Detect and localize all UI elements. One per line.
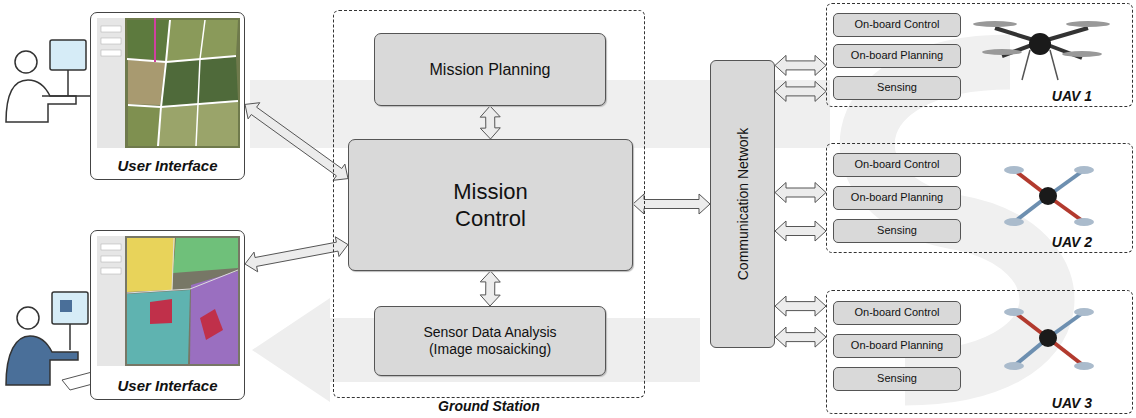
box-label: On-board Planning <box>851 49 943 63</box>
drone-leg <box>1050 50 1058 80</box>
rotor <box>1004 362 1024 370</box>
module-box: On-board Planning <box>833 44 961 68</box>
panel-title: User Interface <box>91 377 244 394</box>
module-box: On-board Planning <box>833 186 961 210</box>
drone-x <box>1004 166 1094 226</box>
box-label: Mission Planning <box>430 60 551 80</box>
process-box: Mission Control <box>348 139 633 271</box>
box-label: Mission Control <box>431 178 551 233</box>
drone-leg <box>1022 50 1030 80</box>
monitor-stand <box>67 70 69 96</box>
module-box: On-board Control <box>833 153 961 177</box>
desk <box>42 95 92 97</box>
monitor <box>52 292 88 324</box>
box-label: Sensor Data Analysis (Image mosaicking) <box>410 324 570 359</box>
double-arrow <box>775 296 826 316</box>
network-bar: Communication Network <box>710 60 775 348</box>
uav-label: UAV 3 <box>1052 395 1092 411</box>
double-arrow <box>775 327 826 347</box>
process-box: Mission Planning <box>374 33 606 106</box>
module-box: On-board Control <box>833 301 961 325</box>
rotor <box>1074 362 1094 370</box>
box-label: On-board Control <box>855 158 940 172</box>
box-label: Sensing <box>877 81 917 95</box>
module-box: On-board Control <box>833 13 961 37</box>
double-arrow <box>480 271 500 306</box>
box-label: Sensing <box>877 372 917 386</box>
user-icon <box>6 40 92 122</box>
rotor <box>1004 308 1024 316</box>
rotor <box>1004 218 1024 226</box>
screen-icon <box>60 300 72 312</box>
body <box>6 80 76 122</box>
double-arrow <box>775 55 826 75</box>
rotor <box>1004 166 1024 174</box>
drone-x <box>1004 308 1094 370</box>
box-label: Sensing <box>877 224 917 238</box>
module-box: On-board Planning <box>833 334 961 358</box>
double-arrow <box>775 183 826 203</box>
vertical-label: Communication Network <box>735 128 751 281</box>
process-box: Sensor Data Analysis (Image mosaicking) <box>374 306 606 376</box>
body <box>6 336 78 385</box>
uav-group: UAV 2 On-board ControlOn-board PlanningSe… <box>826 143 1133 253</box>
rotor <box>973 21 1017 27</box>
uav-group: UAV 3 On-board ControlOn-board PlanningSe… <box>826 290 1133 414</box>
rotor <box>982 49 1022 55</box>
rotor <box>1074 218 1094 226</box>
box-label: On-board Control <box>855 306 940 320</box>
double-arrow <box>480 106 500 139</box>
module-box: Sensing <box>833 76 961 100</box>
drone-quadrotor <box>973 21 1110 80</box>
group-title: Ground Station <box>334 398 644 414</box>
ground-station-group: Ground StationMission PlanningMission Co… <box>333 10 645 398</box>
box-label: On-board Planning <box>851 191 943 205</box>
drone-body <box>1039 187 1057 205</box>
head <box>15 51 37 73</box>
module-box: Sensing <box>833 219 961 243</box>
watermark <box>250 62 1047 402</box>
uav-label: UAV 1 <box>1052 88 1092 104</box>
panel-title: User Interface <box>91 157 244 174</box>
module-box: Sensing <box>833 367 961 391</box>
rotor <box>1062 51 1102 57</box>
uav-group: UAV 1 On-board ControlOn-board PlanningSe… <box>826 3 1133 107</box>
box-label: On-board Control <box>855 18 940 32</box>
user-icon <box>6 292 100 390</box>
double-arrow <box>775 221 826 241</box>
uav-label: UAV 2 <box>1052 234 1092 250</box>
drone-body <box>1029 33 1051 55</box>
box-label: On-board Planning <box>851 339 943 353</box>
monitor <box>50 40 86 70</box>
user-interface-panel: User Interface <box>90 230 245 400</box>
head <box>17 307 39 329</box>
rotor <box>1074 166 1094 174</box>
user-interface-panel: User Interface <box>90 12 245 180</box>
watermark-arrow <box>252 298 700 402</box>
rotor <box>1066 21 1110 27</box>
monitor-stand <box>69 324 71 350</box>
rotor <box>1074 308 1094 316</box>
double-arrow <box>775 81 826 101</box>
drone-body <box>1039 329 1057 347</box>
